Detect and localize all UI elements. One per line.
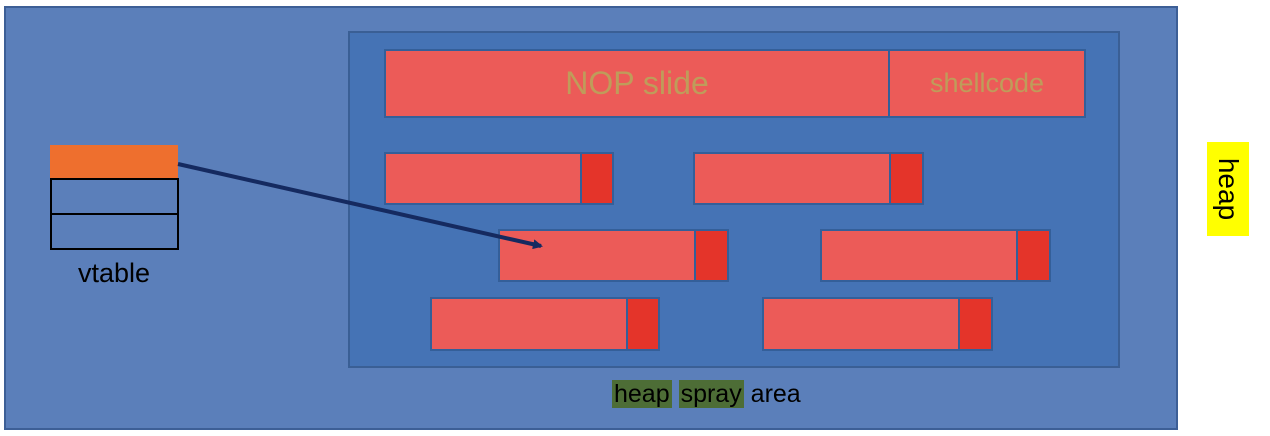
- spray-chunk-tail: [580, 152, 614, 205]
- spray-chunk-tail: [889, 152, 924, 205]
- spray-chunk: [693, 152, 891, 205]
- shellcode-label: shellcode: [929, 68, 1045, 98]
- caption-word-spray: spray: [678, 380, 744, 408]
- vtable-entry-hijacked: [50, 145, 178, 179]
- spray-chunk: [430, 297, 628, 351]
- spray-chunk-tail: [958, 297, 993, 351]
- spray-chunk: [384, 152, 582, 205]
- spray-chunk: [498, 229, 696, 282]
- caption-word-area: area: [750, 380, 801, 408]
- vtable-label: vtable: [77, 258, 151, 288]
- spray-chunk-tail: [626, 297, 660, 351]
- nop-slide-block: NOP slide: [384, 49, 890, 118]
- heap-spray-caption: heap spray area: [612, 380, 801, 409]
- caption-word-heap: heap: [612, 380, 672, 408]
- shellcode-block: shellcode: [888, 49, 1086, 118]
- vtable-entry: [50, 213, 179, 250]
- nop-slide-label: NOP slide: [565, 65, 709, 101]
- heap-label: heap: [1207, 142, 1249, 236]
- spray-chunk: [820, 229, 1018, 282]
- spray-chunk-tail: [694, 229, 729, 282]
- spray-chunk-tail: [1016, 229, 1051, 282]
